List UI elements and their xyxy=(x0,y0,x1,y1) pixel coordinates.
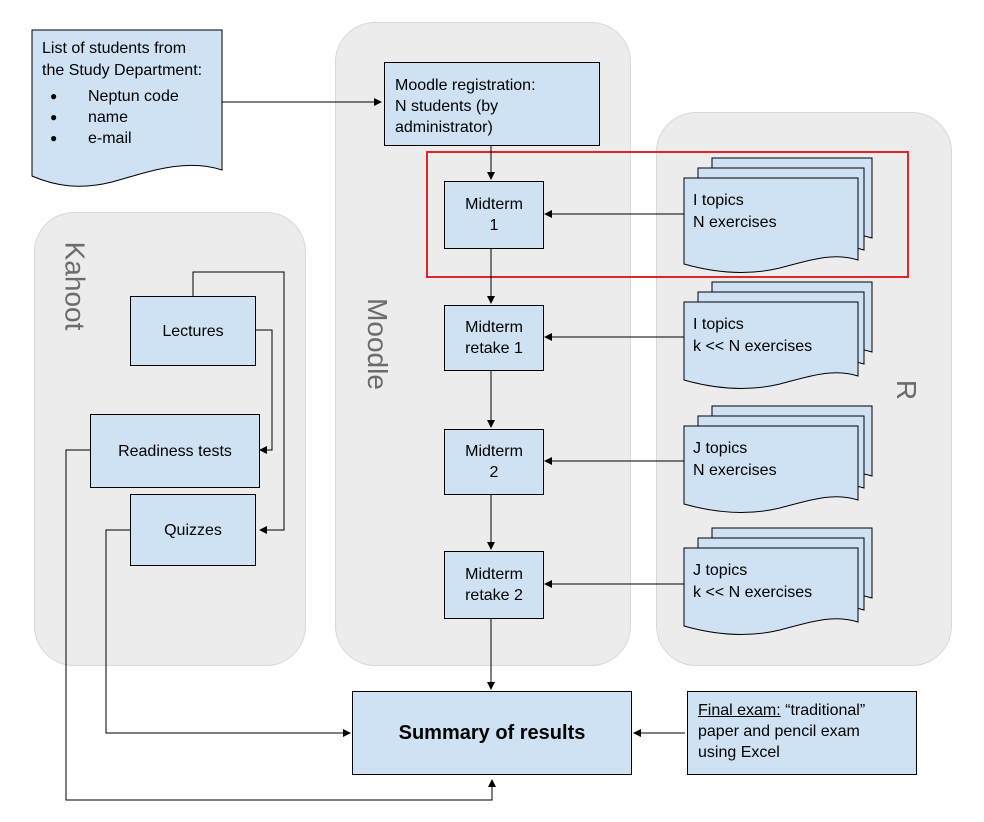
highlight-frame xyxy=(426,151,909,278)
final-exam-title: Final exam: xyxy=(698,702,781,719)
midterm-retake-1-box: Midterm retake 1 xyxy=(444,305,544,371)
student-list-item: e-mail xyxy=(42,128,179,149)
connector-lectures-to-readiness xyxy=(256,329,273,454)
quizzes-box: Quizzes xyxy=(130,494,256,566)
connector-readiness-to-summary xyxy=(65,449,496,801)
student-list-item: name xyxy=(42,107,179,128)
exercise-set-4-text: J topics k << N exercises xyxy=(693,562,813,601)
summary-of-results-box: Summary of results xyxy=(352,691,632,775)
student-list-heading: List of students from the Study Departme… xyxy=(42,40,203,79)
midterm-2-box: Midterm 2 xyxy=(444,429,544,495)
midterm-1-box: Midterm 1 xyxy=(444,181,544,249)
student-list-item: Neptun code xyxy=(42,86,179,107)
exercise-set-1-stack xyxy=(683,157,873,273)
exercise-set-2-stack xyxy=(683,281,873,389)
connector-lectures-loop-to-quizzes xyxy=(192,271,285,534)
final-exam-description: “traditional” paper and pencil exam usin… xyxy=(698,702,866,761)
final-exam-box: Final exam: “traditional” paper and penc… xyxy=(687,691,917,775)
exercise-set-1-text: I topics N exercises xyxy=(693,192,777,231)
lectures-box: Lectures xyxy=(130,296,256,366)
exercise-set-3-text: J topics N exercises xyxy=(693,440,777,479)
student-list-bullets: Neptun code name e-mail xyxy=(42,86,179,149)
readiness-tests-box: Readiness tests xyxy=(90,414,260,488)
connector-quizzes-to-summary xyxy=(105,529,351,737)
exercise-set-3-stack xyxy=(683,405,873,513)
exercise-set-4-stack xyxy=(683,527,873,635)
moodle-registration-box: Moodle registration: N students (by admi… xyxy=(384,62,600,146)
exercise-set-2-text: I topics k << N exercises xyxy=(693,316,813,355)
midterm-retake-2-box: Midterm retake 2 xyxy=(444,551,544,619)
